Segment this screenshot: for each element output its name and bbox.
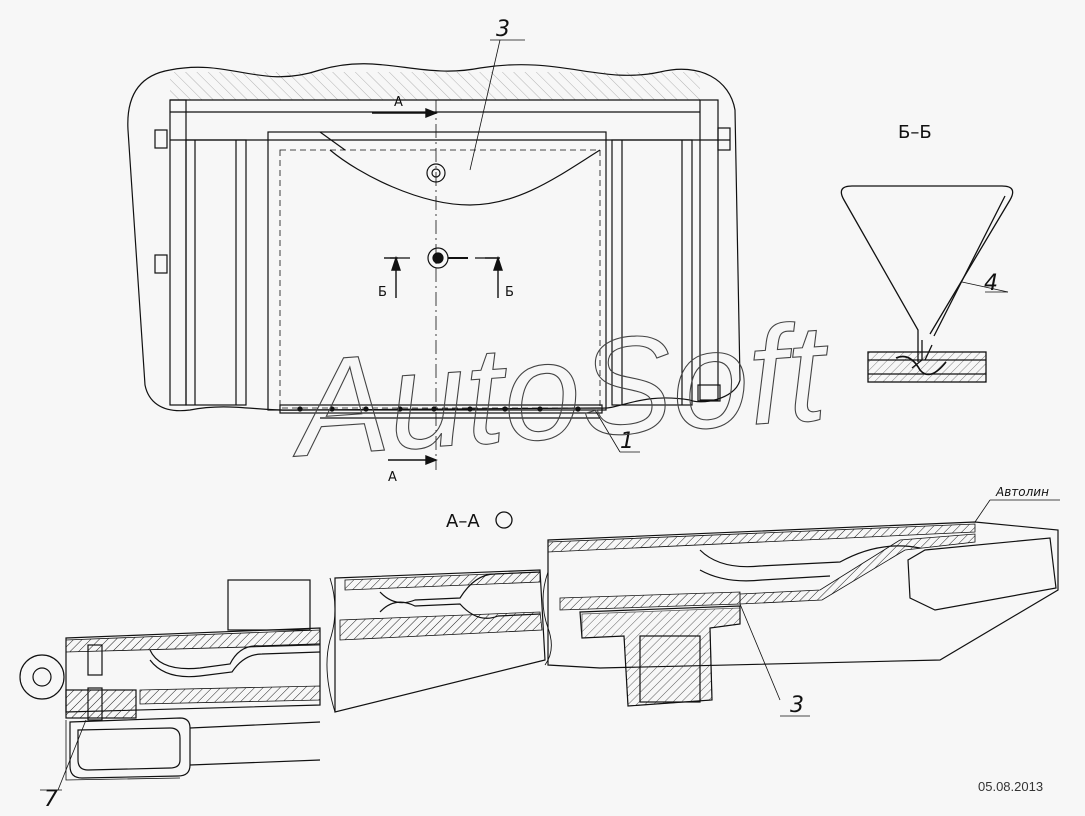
section-label-a: А–А (446, 511, 480, 532)
callout-part-3-bottom: 3 (790, 693, 804, 718)
callout-part-7: 7 (44, 787, 58, 812)
section-label-b: Б–Б (898, 122, 932, 143)
callout-part-3-top: 3 (496, 17, 510, 42)
callout-part-4: 4 (984, 271, 998, 296)
plan-view (127, 39, 741, 470)
section-arrows (372, 107, 503, 466)
section-a-view (19, 499, 1060, 791)
brand-note: Автолин (995, 485, 1049, 499)
date-stamp: 05.08.2013 (978, 779, 1043, 794)
cut-marker-a-top: А (394, 95, 403, 110)
section-b-view (840, 185, 1014, 383)
watermark: AutoSoft (284, 295, 835, 486)
cut-marker-b-left: Б (378, 285, 387, 300)
callout-part-1: 1 (620, 429, 634, 454)
cut-marker-b-right: Б (505, 285, 514, 300)
cut-marker-a-bottom: А (388, 470, 397, 485)
rotated-view-icon (495, 511, 513, 529)
